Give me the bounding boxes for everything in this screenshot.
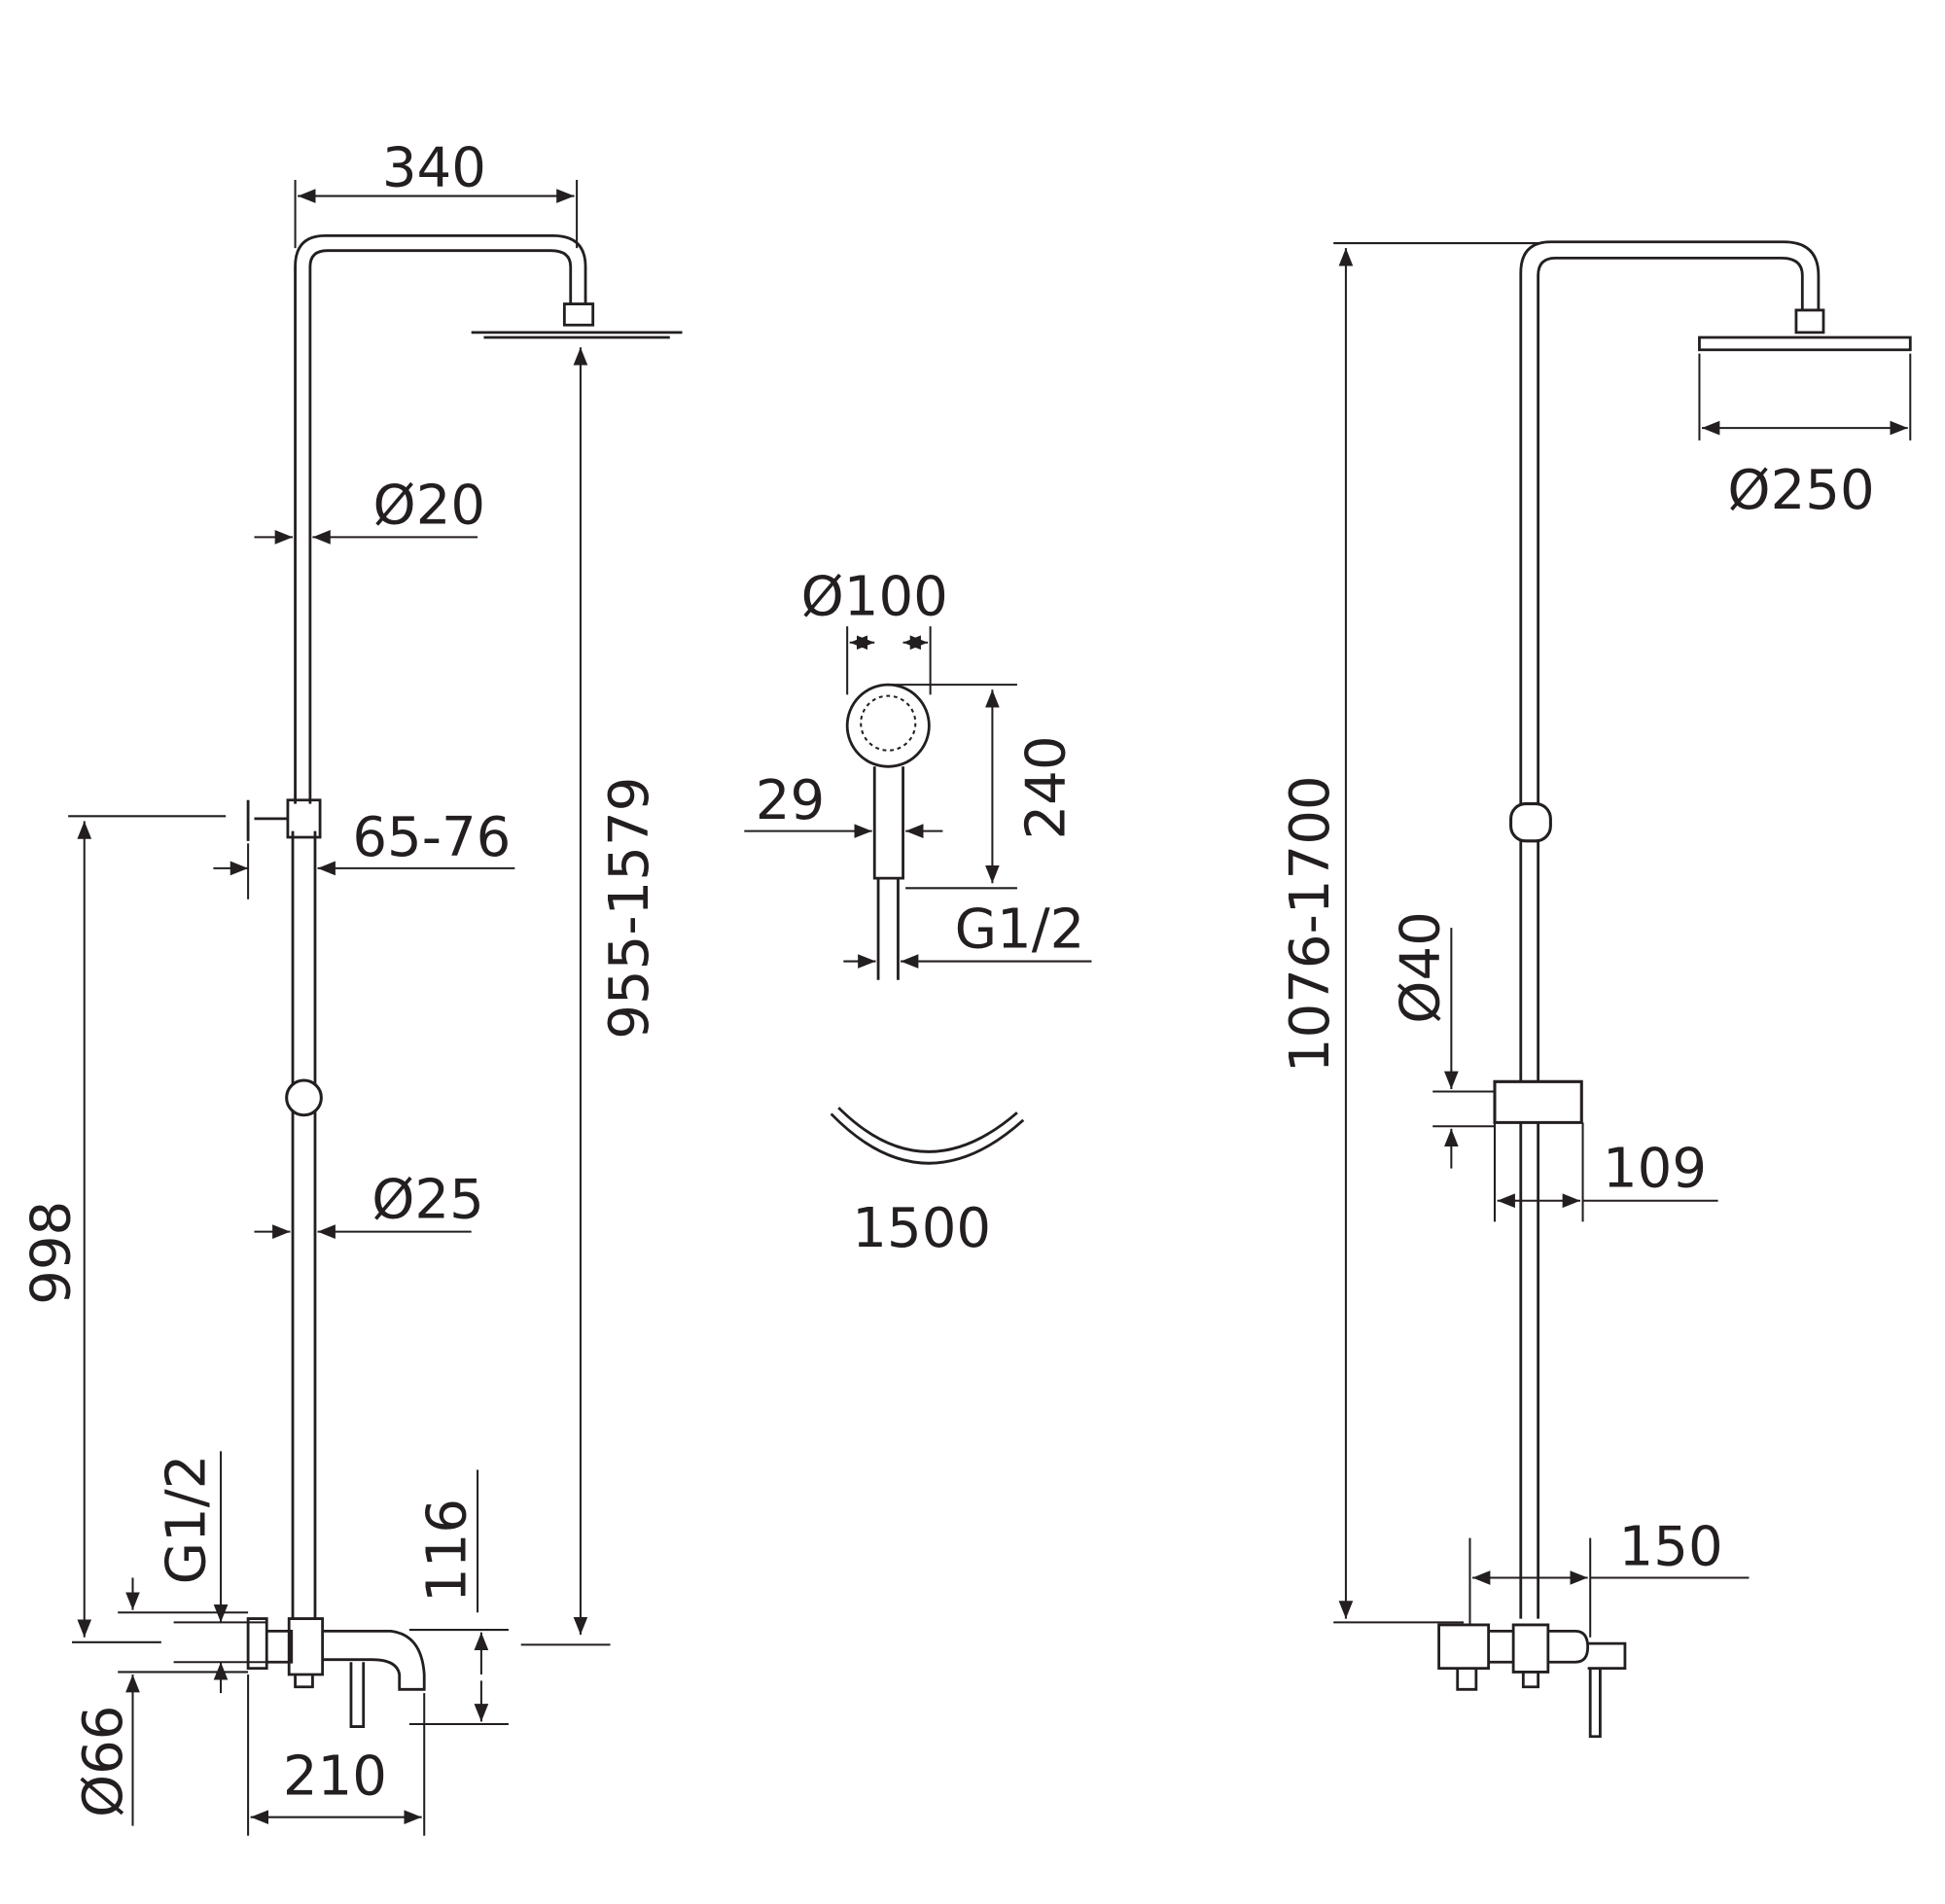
dim-arm-length: 340: [382, 136, 486, 199]
right-shower-head: [1698, 308, 1912, 352]
dim-upper-pipe-diameter: Ø20: [373, 474, 486, 537]
hand-shower: Ø100 29 240 G1/2 1500: [744, 566, 1092, 1260]
slider-bracket: [1493, 1079, 1583, 1124]
dim-hand-shower-length: 240: [1014, 735, 1078, 839]
dim-right-head-diameter: Ø250: [1727, 459, 1874, 522]
dim-hand-head-diameter: Ø100: [801, 566, 948, 629]
dim-lower-pipe-diameter: Ø25: [371, 1169, 484, 1232]
right-shower-mixer: [1437, 1623, 1627, 1739]
left-shower-unit: 340 955-1579 Ø20 65-76 998 Ø25 G1/2 116: [19, 136, 683, 1836]
dim-mixer-depth: 150: [1619, 1516, 1723, 1579]
dim-handle-width: 29: [756, 769, 825, 832]
left-lower-pipe: [291, 830, 317, 1619]
dim-hose-length: 1500: [852, 1197, 991, 1260]
right-riser-pipe: [1519, 240, 1821, 1619]
shower-hose: [830, 1107, 1025, 1165]
dim-escutcheon-diameter: Ø66: [72, 1705, 135, 1817]
left-shower-head: [471, 302, 683, 339]
dim-mixer-distance: 65-76: [352, 806, 511, 869]
hand-shower-head: [845, 683, 931, 768]
dim-slider-depth: 109: [1603, 1138, 1707, 1201]
dim-slider-diameter: Ø40: [1390, 911, 1453, 1024]
right-pipe-joint: [1509, 802, 1552, 843]
right-shower-unit: Ø250 1076-1700 Ø40 109 150: [1279, 240, 1912, 1739]
dim-hand-thread: G1/2: [955, 899, 1085, 962]
dim-right-height-range: 1076-1700: [1279, 775, 1342, 1073]
hand-shower-handle: [872, 766, 904, 980]
dim-spout-height: 116: [415, 1499, 478, 1603]
dim-bracket-height: 998: [19, 1201, 83, 1305]
left-diverter-valve: [246, 798, 322, 841]
dim-left-height-range: 955-1579: [598, 777, 661, 1040]
left-pipe-joint: [285, 1078, 323, 1117]
left-riser-pipe: [294, 233, 587, 804]
dim-spout-length: 210: [283, 1745, 387, 1809]
left-bath-mixer: [246, 1617, 426, 1728]
dim-inlet-thread: G1/2: [155, 1455, 218, 1585]
